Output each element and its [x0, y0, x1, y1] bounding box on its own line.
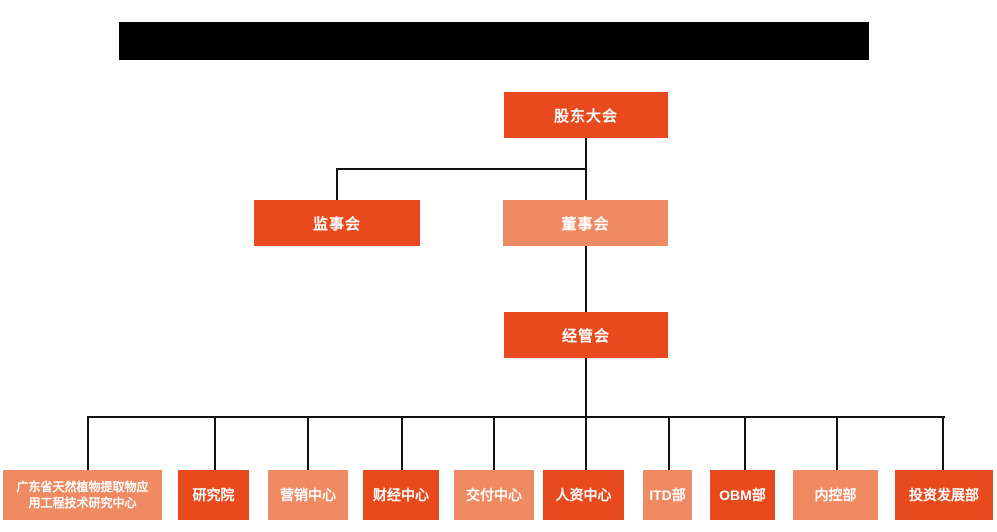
connector-drop-obm: [744, 416, 746, 470]
connector-shareholders-down: [585, 138, 587, 170]
org-box-board-of-directors: 董事会: [503, 200, 668, 246]
org-box-marketing-center: 营销中心: [268, 470, 348, 520]
org-box-internal-control-department: 内控部: [793, 470, 878, 520]
connector-directors-drop: [585, 168, 587, 200]
connector-drop-research-center: [87, 416, 89, 470]
org-box-research-institute: 研究院: [178, 470, 249, 520]
connector-drop-marketing: [307, 416, 309, 470]
org-box-finance-center: 财经中心: [363, 470, 439, 520]
connector-directors-to-management: [585, 246, 587, 312]
connector-drop-investment: [942, 416, 944, 470]
connector-drop-audit: [836, 416, 838, 470]
org-box-hr-center: 人资中心: [543, 470, 624, 520]
org-box-supervisory-board: 监事会: [254, 200, 420, 246]
org-box-management-committee: 经管会: [504, 312, 668, 358]
org-box-investment-development-department: 投资发展部: [895, 470, 993, 520]
connector-drop-delivery: [493, 416, 495, 470]
redacted-title-bar: [119, 22, 869, 60]
connector-bottom-horizontal: [87, 416, 945, 418]
connector-drop-institute: [214, 416, 216, 470]
connector-supervisors-drop: [336, 168, 338, 200]
connector-row2-horizontal: [336, 168, 587, 170]
org-box-guangdong-plant-extract-research-center: 广东省天然植物提取物应用工程技术研究中心: [3, 470, 162, 520]
org-box-itd-department: ITD部: [643, 470, 692, 520]
org-box-obm-department: OBM部: [710, 470, 775, 520]
org-box-delivery-center: 交付中心: [454, 470, 534, 520]
org-box-shareholders-meeting: 股东大会: [504, 92, 668, 138]
connector-drop-hr: [585, 416, 587, 470]
connector-drop-finance: [401, 416, 403, 470]
connector-drop-itd: [668, 416, 670, 470]
connector-management-down: [585, 358, 587, 418]
